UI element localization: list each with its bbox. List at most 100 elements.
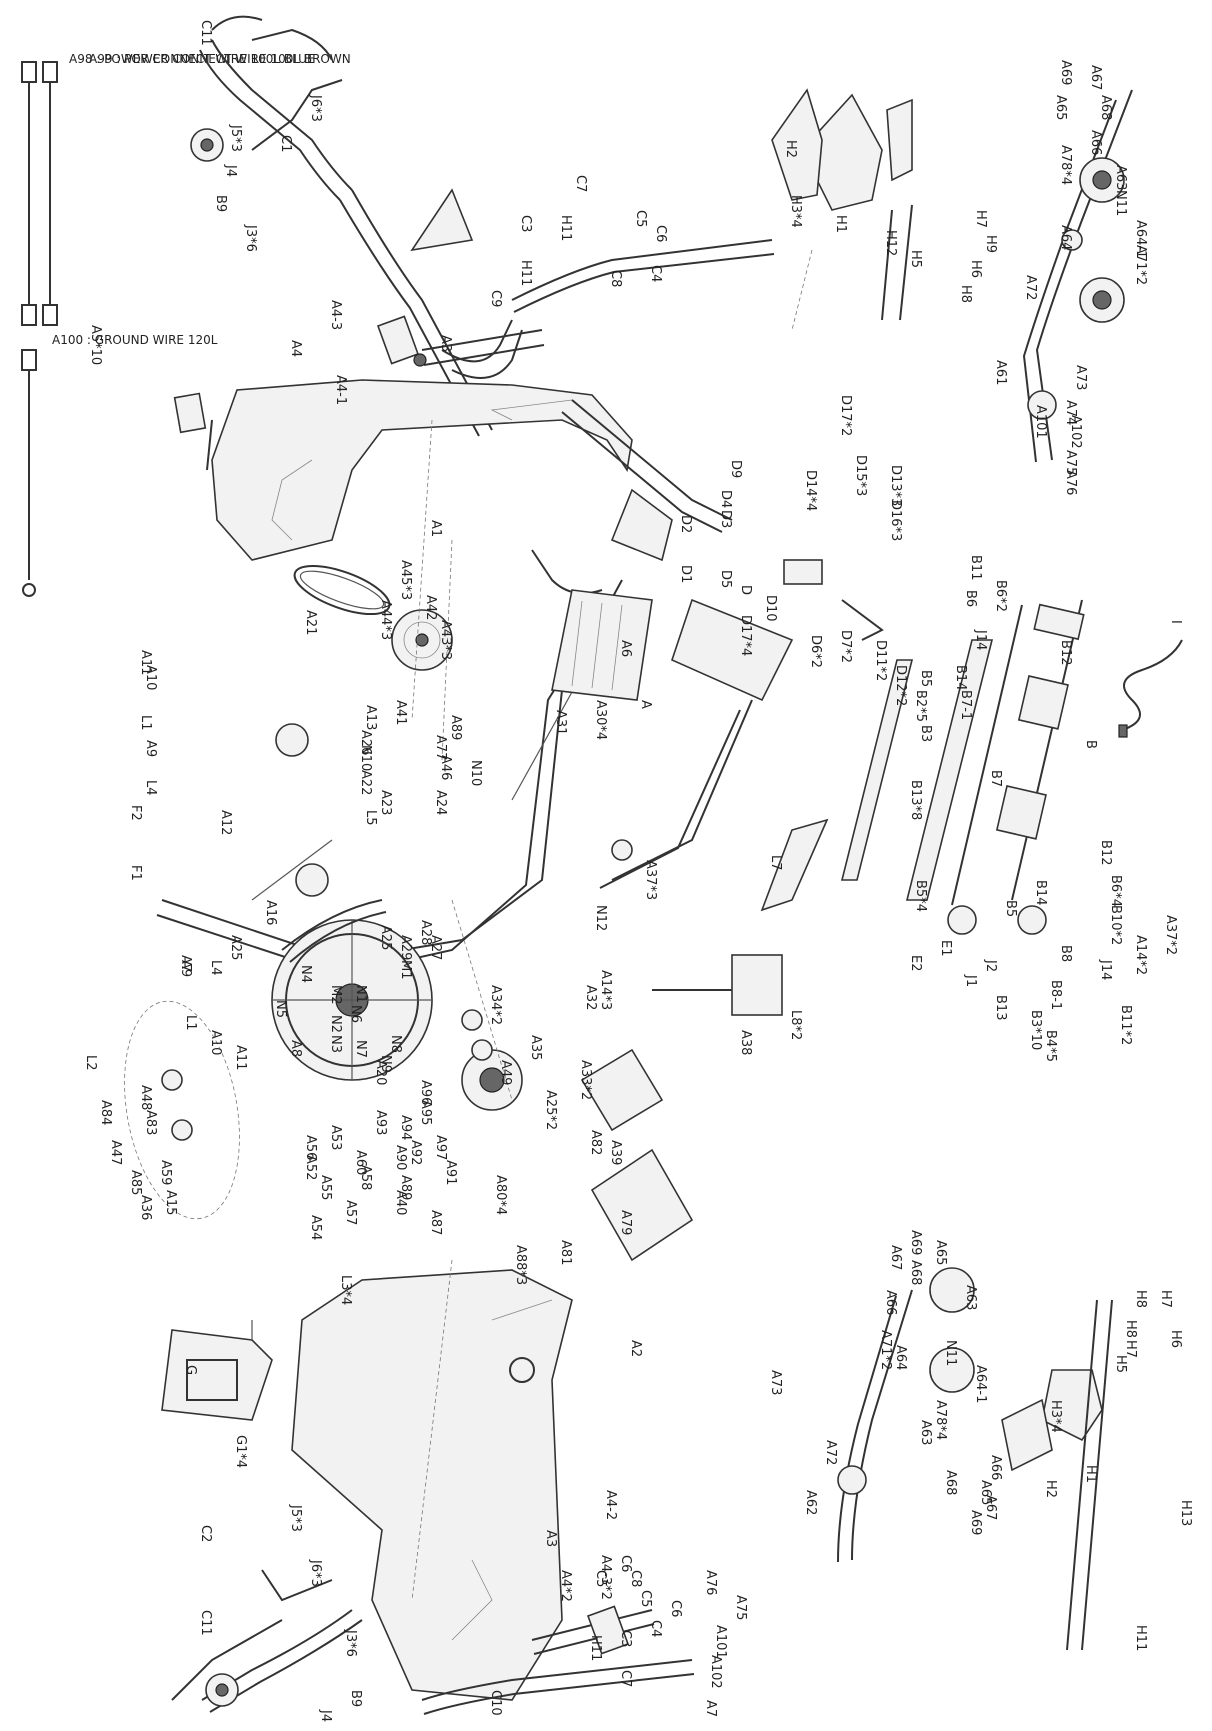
label-a29: A29 [398, 935, 413, 960]
label-d6x2: D6*2 [808, 635, 823, 668]
label-l1-b: L1 [183, 1015, 198, 1031]
label-b14-b: B14 [1033, 880, 1048, 905]
label-c4: C4 [648, 265, 663, 282]
label-b4x5: B4*5 [1043, 1030, 1058, 1062]
label-a68-c: A68 [943, 1470, 958, 1495]
label-b5-b: B5 [1003, 900, 1018, 917]
label-a57: A57 [343, 1200, 358, 1225]
label-a75-b: A75 [733, 1595, 748, 1620]
label-a71x2: A71*2 [1133, 245, 1148, 285]
label-a101-b: A101 [713, 1625, 728, 1659]
label-n1: N1 [353, 985, 368, 1003]
label-a71x2-b: A71*2 [878, 1330, 893, 1370]
label-g: G [183, 1365, 198, 1375]
label-h6: H6 [968, 260, 983, 278]
label-a53: A53 [328, 1125, 343, 1150]
label-h7-b: H7 [1158, 1290, 1173, 1308]
label-a88x3: A88*3 [513, 1245, 528, 1285]
label-a32: A32 [583, 985, 598, 1010]
label-c5-c: C5 [638, 1590, 653, 1607]
label-l4-b: L4 [208, 960, 223, 976]
crank-arm-a3-bottom [531, 1605, 655, 1655]
pulley-a40 [461, 1009, 523, 1111]
label-a25: A25 [228, 935, 243, 960]
label-a89-b: A89 [398, 1175, 413, 1200]
console-g [161, 1320, 273, 1421]
label-a1: A1 [428, 520, 443, 537]
label-a30x4: A30*4 [593, 700, 608, 740]
label-a27: A27 [428, 935, 443, 960]
label-d11x2: D11*2 [873, 640, 888, 681]
label-b7-1: B7-1 [958, 690, 973, 720]
label-a62: A62 [803, 1490, 818, 1515]
legend-a99: A99 : POWER CONNECT WIRE 100L BROWN [89, 52, 351, 66]
label-h5: H5 [908, 250, 923, 268]
label-a44x3: A44*3 [378, 600, 393, 640]
label-a25-b: A25 [378, 925, 393, 950]
label-a92: A92 [408, 1140, 423, 1165]
label-a4-1: A4-1 [333, 375, 348, 405]
plate-a79 [580, 1048, 694, 1262]
label-d16x3: D16*3 [888, 500, 903, 541]
label-a5x10: A5*10 [88, 325, 103, 365]
label-a46: A46 [438, 755, 453, 780]
label-h6-b: H6 [1168, 1330, 1183, 1348]
label-a39: A39 [608, 1140, 623, 1165]
label-h3x4-b: H3*4 [1048, 1400, 1063, 1433]
label-c3-b: C3 [618, 1630, 633, 1647]
label-b13x8: B13*8 [908, 780, 923, 820]
label-a73-b: A73 [768, 1370, 783, 1395]
label-a7-b: A7 [703, 1700, 718, 1717]
label-b12-b: B12 [1098, 840, 1113, 865]
label-a72-b: A72 [823, 1440, 838, 1465]
label-a69-b: A69 [908, 1230, 923, 1255]
label-c5: C5 [633, 210, 648, 227]
label-a77: A77 [433, 735, 448, 760]
label-a42: A42 [423, 595, 438, 620]
label-a66-b: A66 [883, 1290, 898, 1315]
label-n5: N5 [273, 1000, 288, 1018]
label-j3x6-b: J3*6 [343, 1629, 358, 1657]
label-n3: N3 [328, 1035, 343, 1053]
label-a74: A74 [1063, 400, 1078, 425]
label-b14: B14 [953, 665, 968, 690]
label-a89: A89 [448, 715, 463, 740]
label-a14x3: A14*3 [598, 970, 613, 1010]
label-n10-b: N10 [358, 745, 373, 771]
label-h9: H9 [983, 235, 998, 253]
label-n6: N6 [348, 1005, 363, 1023]
label-b6x4: B6*4 [1108, 875, 1123, 907]
label-l7: L7 [768, 855, 783, 871]
label-b13: B13 [993, 995, 1008, 1020]
label-b9-b: B9 [348, 1690, 363, 1707]
label-j3x6: J3*6 [243, 224, 258, 252]
label-a61: A61 [993, 360, 1008, 385]
label-d: D [738, 585, 753, 595]
label-a64-b: A64 [893, 1345, 908, 1370]
label-m1: M1 [398, 960, 413, 980]
label-j1: J1 [963, 974, 978, 987]
wire-icon-brown [42, 61, 58, 326]
label-a24: A24 [433, 790, 448, 815]
label-a47: A47 [108, 1140, 123, 1165]
label-m2: M2 [328, 985, 343, 1005]
label-c1: C1 [278, 135, 293, 152]
label-b11: B11 [968, 555, 983, 580]
label-c6-c: C6 [668, 1600, 683, 1617]
label-n9: N9 [378, 1055, 393, 1073]
label-b11x2: B11*2 [1118, 1005, 1133, 1045]
label-b3: B3 [918, 725, 933, 742]
label-a64-1: A64-1 [1133, 220, 1148, 258]
label-f1: F1 [128, 865, 143, 881]
label-a87: A87 [428, 1210, 443, 1235]
label-h8: H8 [958, 285, 973, 303]
label-n7: N7 [353, 1040, 368, 1058]
label-l5: L5 [363, 810, 378, 826]
label-a37x2: A37*2 [1163, 915, 1178, 955]
label-h1-b: H1 [1083, 1465, 1098, 1483]
label-d17x2: D17*2 [838, 395, 853, 436]
label-a78x4: A78*4 [1058, 145, 1073, 185]
label-a37x3: A37*3 [643, 860, 658, 900]
label-j4: J4 [223, 164, 238, 177]
label-j4-b: J4 [318, 1709, 333, 1722]
